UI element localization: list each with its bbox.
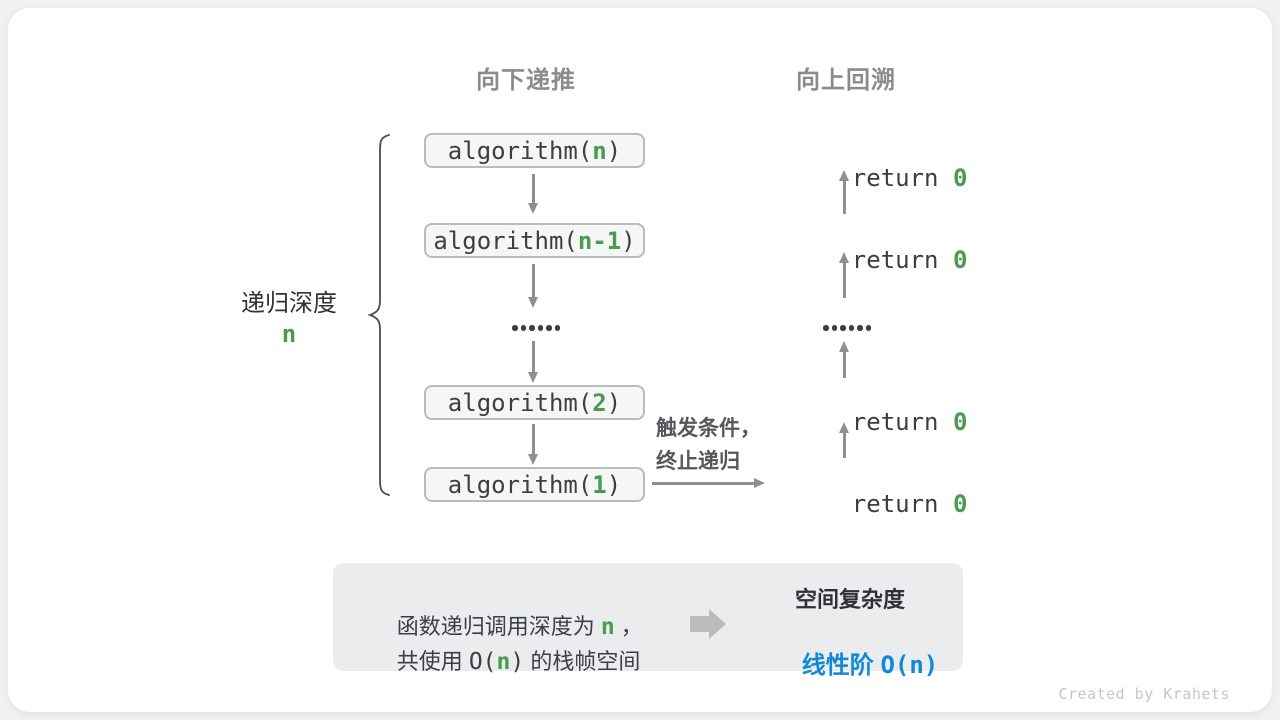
return-keyword: return [851,246,953,274]
call-box-text: algorithm( [447,470,593,499]
credit-text: Created by Krahets [1058,685,1230,703]
header-recurse-down: 向下递推 [476,67,576,94]
call-box-arg: 2 [592,388,607,417]
return-value: 0 [952,490,968,518]
down-arrow-icon [528,174,538,214]
depth-value: n [281,320,297,348]
call-box-algorithm-n-1: algorithm(n-1) [424,223,645,258]
down-arrow-icon [528,424,538,465]
call-box-arg: 1 [592,470,607,499]
base-case-label-line1: 触发条件， [656,417,761,440]
return-statement: return 0 [794,380,968,436]
summary-line-2: 共使用 O(n) 的栈帧空间 [360,620,641,675]
summary-box: 函数递归调用深度为 n ， 共使用 O(n) 的栈帧空间 空间复杂度 线性阶 O… [333,563,963,679]
header-backtrack-up: 向上回溯 [796,67,896,94]
ellipsis-dots [512,325,560,331]
call-box-algorithm-1: algorithm(1) [424,467,645,502]
return-statement: return 0 [794,218,968,274]
call-box-arg: n [592,136,607,165]
down-arrow-icon [528,341,538,383]
implies-arrow-icon [690,616,709,632]
base-case-arrow-icon [652,478,765,488]
return-statement: return 0 [794,136,968,192]
summary-n: n [496,649,511,675]
summary-text: 共使用 [396,649,469,674]
summary-text: 函数递归调用深度为 [396,614,601,639]
call-box-text: ) [606,388,622,417]
up-arrow-icon [839,170,849,214]
summary-result-value: 线性阶 O(n) [730,617,970,708]
return-statement: return 0 [794,462,968,518]
implies-arrow-icon [709,609,726,639]
call-box-text: algorithm( [447,388,593,417]
up-arrow-icon [839,341,849,378]
call-box-text: ) [606,470,622,499]
depth-label: 递归深度 [241,290,337,317]
summary-code: ) [510,649,525,675]
summary-result-title: 空间复杂度 [794,587,905,612]
depth-brace [367,134,390,496]
up-arrow-icon [839,252,849,298]
up-arrow-icon [839,422,849,458]
return-keyword: return [851,164,953,192]
return-value: 0 [952,408,968,436]
ellipsis-dots [823,325,871,331]
diagram-card: 向下递推 向上回溯 递归深度 n algorithm(n) algorithm(… [8,8,1272,712]
summary-n: n [600,614,615,640]
call-box-text: algorithm( [433,226,578,255]
down-arrow-icon [528,264,538,308]
call-box-algorithm-n: algorithm(n) [424,133,645,168]
summary-text: 的栈帧空间 [524,649,641,674]
summary-result-code: O(n) [880,651,939,679]
call-box-text: ) [606,136,622,165]
summary-code: O( [468,649,497,675]
return-keyword: return [851,490,953,518]
summary-text: ， [614,614,643,639]
call-box-arg: n-1 [577,226,622,255]
base-case-label-line2: 终止递归 [656,450,740,473]
summary-result-text: 线性阶 [801,652,881,679]
return-value: 0 [952,164,968,192]
call-box-text: algorithm( [447,136,593,165]
return-value: 0 [952,246,968,274]
call-box-algorithm-2: algorithm(2) [424,385,645,420]
call-box-text: ) [621,226,636,255]
summary-line-1: 函数递归调用深度为 n ， [360,585,643,640]
return-keyword: return [851,408,953,436]
